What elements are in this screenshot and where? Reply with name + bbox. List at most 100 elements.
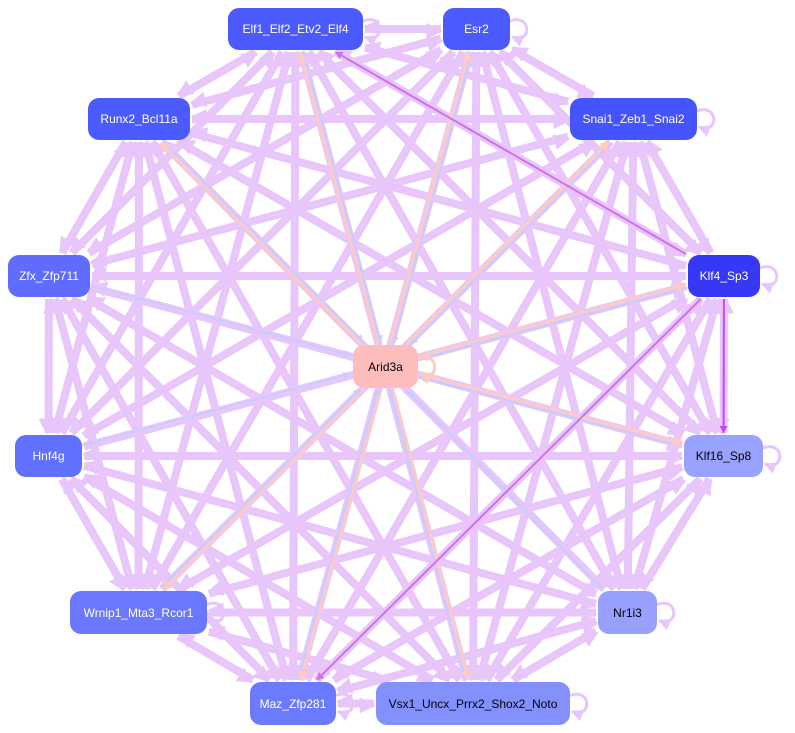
- node-label: Klf4_Sp3: [699, 269, 749, 283]
- node-klf16-sp8[interactable]: Klf16_Sp8: [684, 435, 763, 477]
- node-label: Esr2: [464, 22, 489, 36]
- edge-default: [178, 138, 686, 434]
- edge-to_hub: [83, 372, 352, 447]
- edge-default: [86, 298, 597, 598]
- edge-default: [306, 141, 624, 683]
- edge-default: [463, 51, 480, 682]
- edge-default: [470, 50, 487, 681]
- edge-default: [62, 296, 284, 681]
- edge-default: [479, 140, 634, 682]
- edge-from_hub: [298, 390, 382, 682]
- edge-from_hub: [391, 389, 471, 681]
- edge-default: [178, 632, 256, 681]
- edge-default: [208, 465, 685, 598]
- edge-to_hub: [160, 388, 362, 589]
- node-nr1i3[interactable]: Nr1i3: [598, 591, 657, 634]
- edge-default: [496, 478, 704, 683]
- edge-from_hub: [162, 390, 364, 591]
- edge-default: [177, 294, 686, 590]
- self-loop-edge: [206, 601, 226, 631]
- node-label: Klf16_Sp8: [695, 449, 752, 463]
- edge-from_hub: [159, 142, 362, 345]
- node-vsx1-uncx-prrx2-shox2-noto[interactable]: Vsx1_Uncx_Prrx2_Shox2_Noto: [376, 682, 570, 725]
- edge-default: [83, 473, 435, 680]
- node-arid3a[interactable]: Arid3a: [353, 345, 418, 388]
- node-label: Vsx1_Uncx_Prrx2_Shox2_Noto: [388, 696, 558, 711]
- edge-default: [89, 132, 569, 267]
- node-maz-zfp281[interactable]: Maz_Zfp281: [250, 682, 336, 725]
- edge-default: [152, 139, 464, 681]
- edge-default: [53, 296, 137, 589]
- edge-to_hub: [406, 390, 605, 591]
- edge-default: [152, 51, 467, 592]
- self-loop-edge: [569, 692, 589, 722]
- node-zfx-zfp711[interactable]: Zfx_Zfp711: [8, 255, 90, 297]
- edge-default: [207, 631, 388, 686]
- node-esr2[interactable]: Esr2: [443, 8, 510, 50]
- edge-default: [84, 142, 596, 440]
- edge-default: [88, 295, 599, 595]
- edge-default: [318, 49, 704, 434]
- node-wrnip1-mta3-rcor1[interactable]: Wrnip1_Mta3_Rcor1: [70, 591, 207, 634]
- edge-default: [511, 45, 596, 97]
- edge-medium: [334, 51, 687, 255]
- node-label: Zfx_Zfp711: [19, 269, 79, 283]
- node-klf4-sp3[interactable]: Klf4_Sp3: [688, 255, 760, 297]
- edge-default: [179, 297, 689, 593]
- edge-to_hub: [419, 286, 687, 361]
- node-label: Elf1_Elf2_Etv2_Elf4: [242, 22, 349, 36]
- edge-to_hub: [409, 142, 613, 345]
- edge-default: [283, 51, 300, 682]
- edge-default: [81, 138, 594, 436]
- node-hnf4g[interactable]: Hnf4g: [15, 435, 82, 477]
- node-snai1-zeb1-snai2[interactable]: Snai1_Zeb1_Snai2: [570, 98, 697, 140]
- edge-to_hub: [162, 140, 364, 343]
- node-elf1-elf2-etv2-elf4[interactable]: Elf1_Elf2_Etv2_Elf4: [228, 8, 363, 50]
- self-loop-edge: [696, 108, 716, 137]
- edge-default: [512, 631, 599, 684]
- edge-default: [58, 478, 125, 592]
- edge-default: [176, 141, 684, 437]
- self-loop-edge: [509, 18, 529, 47]
- node-label: Maz_Zfp281: [259, 696, 327, 711]
- edge-from_hub: [419, 282, 687, 358]
- node-label: Arid3a: [368, 359, 403, 374]
- self-loop-edge: [335, 692, 355, 722]
- edge-default: [316, 298, 704, 683]
- edge-default: [338, 619, 599, 696]
- edge-from_hub: [389, 50, 472, 343]
- edge-default: [61, 476, 129, 589]
- node-label: Snai1_Zeb1_Snai2: [582, 112, 685, 126]
- node-runx2-bcl11a[interactable]: Runx2_Bcl11a: [88, 98, 190, 140]
- edge-from_hub: [407, 140, 611, 343]
- edge-default: [207, 625, 388, 680]
- edge-from_hub: [420, 372, 684, 447]
- self-loop-edge: [656, 601, 676, 631]
- edge-default: [646, 139, 715, 253]
- edge-to_hub: [302, 51, 383, 344]
- node-label: Nr1i3: [613, 605, 642, 620]
- node-label: Hnf4g: [32, 449, 65, 463]
- edge-default: [308, 49, 618, 589]
- edge-default: [643, 142, 711, 256]
- edge-to_hub: [391, 52, 473, 345]
- edge-medium: [315, 298, 702, 681]
- edge-to_hub: [92, 285, 353, 358]
- edge-default: [178, 52, 258, 100]
- edge-default: [62, 141, 130, 255]
- edge-from_hub: [297, 51, 379, 344]
- node-label: Runx2_Bcl11a: [100, 112, 178, 126]
- edge-default: [58, 140, 126, 254]
- edge-to_hub: [388, 389, 467, 681]
- edge-default: [641, 478, 713, 592]
- self-loop-edge: [762, 445, 782, 474]
- node-label: Wrnip1_Mta3_Rcor1: [83, 605, 194, 620]
- edge-to_hub: [418, 375, 682, 448]
- edge-default: [289, 50, 306, 681]
- self-loop-edge: [759, 265, 779, 294]
- self-loop-edge: [417, 355, 437, 385]
- edge-default: [638, 476, 710, 590]
- edge-default: [486, 298, 714, 683]
- self-loop-edge: [362, 18, 382, 47]
